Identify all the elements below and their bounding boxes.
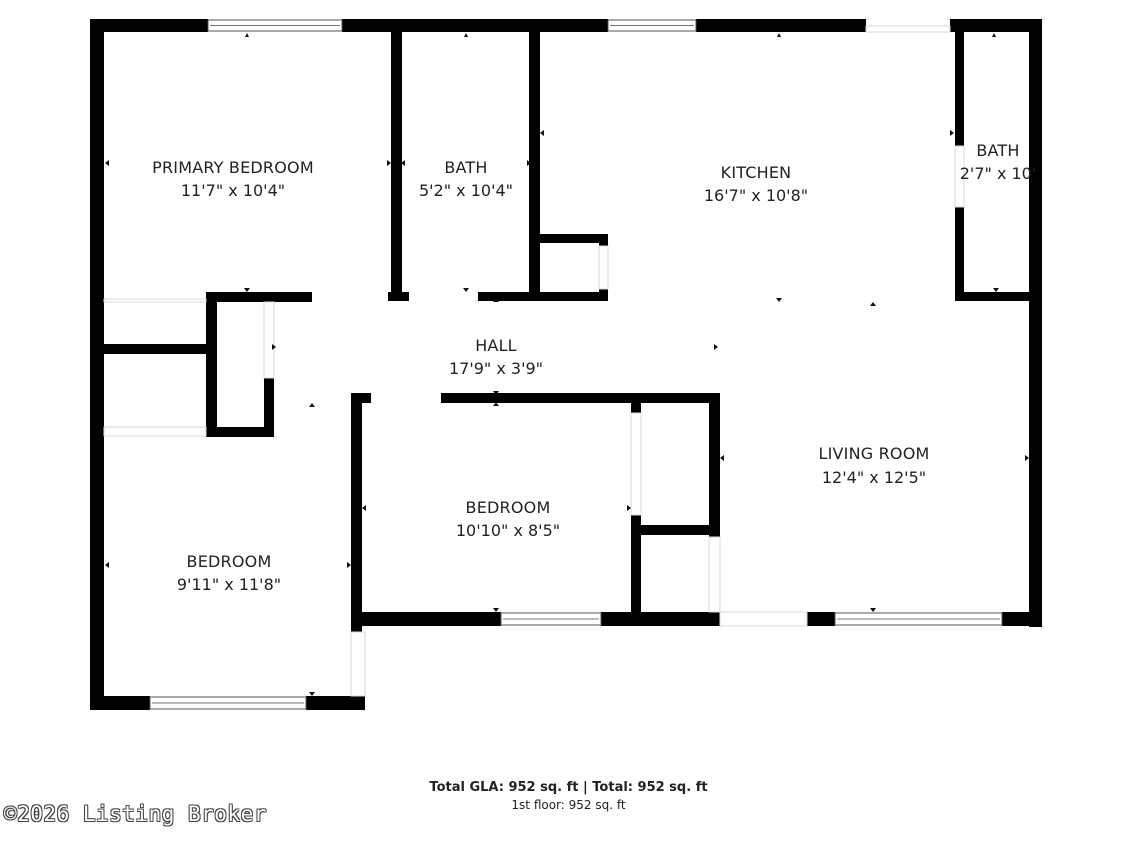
room-dimensions: 5'2" x 10'4" xyxy=(419,181,513,200)
total-area-summary: Total GLA: 952 sq. ft | Total: 952 sq. f… xyxy=(429,780,708,795)
room-name: HALL xyxy=(475,336,517,355)
room-name: BATH xyxy=(976,141,1019,160)
room-label-bedroom-left: BEDROOM 9'11" x 11'8" xyxy=(177,552,281,594)
walls xyxy=(90,19,1042,710)
room-dimensions: 16'7" x 10'8" xyxy=(704,186,808,205)
openings xyxy=(103,25,965,697)
room-label-bedroom-middle: BEDROOM 10'10" x 8'5" xyxy=(456,498,560,540)
room-label-hall: HALL 17'9" x 3'9" xyxy=(449,336,543,378)
windows xyxy=(149,19,1003,710)
room-label-bath: BATH 5'2" x 10'4" xyxy=(419,158,513,200)
room-name: BEDROOM xyxy=(466,498,551,517)
room-label-bath-small: BATH 2'7" x 10' xyxy=(960,141,1037,183)
room-label-kitchen: KITCHEN 16'7" x 10'8" xyxy=(704,163,808,205)
room-dimensions: 11'7" x 10'4" xyxy=(181,181,285,200)
room-dimensions: 2'7" x 10' xyxy=(960,164,1037,183)
room-dimensions: 9'11" x 11'8" xyxy=(177,575,281,594)
dimension-ticks xyxy=(105,33,1029,696)
room-name: PRIMARY BEDROOM xyxy=(152,158,314,177)
room-name: BATH xyxy=(444,158,487,177)
room-name: LIVING ROOM xyxy=(818,444,929,463)
copyright-watermark: ©2026 Listing Broker xyxy=(4,802,267,826)
room-label-primary-bedroom: PRIMARY BEDROOM 11'7" x 10'4" xyxy=(152,158,314,200)
room-name: BEDROOM xyxy=(187,552,272,571)
room-dimensions: 10'10" x 8'5" xyxy=(456,521,560,540)
room-dimensions: 17'9" x 3'9" xyxy=(449,359,543,378)
room-label-living-room: LIVING ROOM 12'4" x 12'5" xyxy=(818,444,929,487)
room-name: KITCHEN xyxy=(721,163,792,182)
room-dimensions: 12'4" x 12'5" xyxy=(822,468,926,487)
floor-area-summary: 1st floor: 952 sq. ft xyxy=(511,798,626,812)
